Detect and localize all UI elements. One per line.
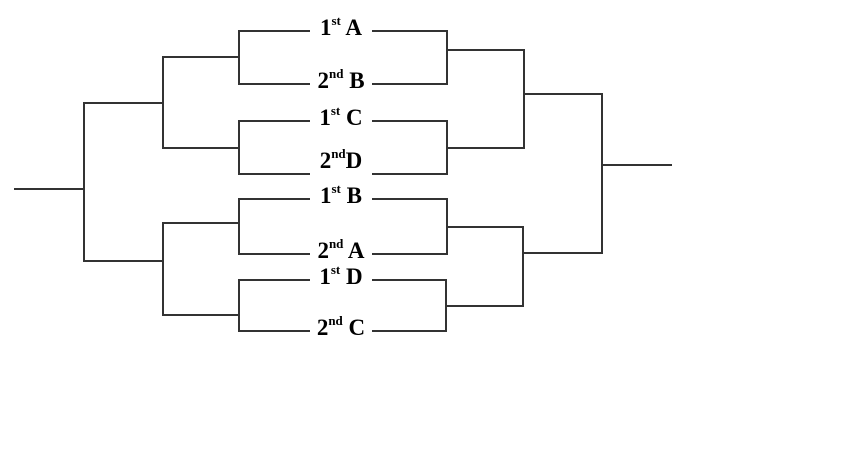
feed-line-pair-cd xyxy=(162,147,239,149)
slot8-right-line xyxy=(372,330,447,332)
slot2-left-line xyxy=(238,83,310,85)
pair-dc-vertical xyxy=(238,279,240,332)
seed-number: 1 xyxy=(320,15,332,40)
bottom-half-vertical xyxy=(162,222,164,316)
slot6-right-line xyxy=(372,253,447,255)
top-half-branch-line xyxy=(83,102,163,104)
seed-suffix: nd xyxy=(331,146,346,162)
group-letter: D xyxy=(345,148,363,173)
pair-cd-vertical xyxy=(238,120,240,175)
seed-number: 1 xyxy=(319,264,331,289)
feed-line-pair-ab xyxy=(162,56,239,58)
group-letter: D xyxy=(346,264,363,289)
slot7-left-line xyxy=(238,279,310,281)
slot3-left-line xyxy=(238,120,310,122)
slot6-left-line xyxy=(238,253,310,255)
semifinal1-winner-line xyxy=(523,93,602,95)
seed-number: 2 xyxy=(316,315,329,340)
slot1-left-line xyxy=(238,30,310,32)
group-letter: B xyxy=(346,183,362,208)
group-letter: C xyxy=(346,105,363,130)
seed-number: 1 xyxy=(319,105,331,130)
group-letter: B xyxy=(349,68,365,93)
slot4-right-line xyxy=(372,173,447,175)
slot2-right-line xyxy=(372,83,447,85)
group-letter: A xyxy=(345,15,362,40)
seed-number: 2 xyxy=(317,68,329,93)
seed-suffix: st xyxy=(331,181,341,197)
seed-number: 2 xyxy=(317,238,329,263)
seed-suffix: st xyxy=(331,13,341,29)
final-vertical xyxy=(601,93,603,254)
team-label-2nd-A: 2nd A xyxy=(303,237,379,265)
semifinal1-vertical xyxy=(523,49,525,149)
slot3-right-line xyxy=(372,120,447,122)
quarterfinal3-winner-line xyxy=(446,226,523,228)
group-letter: A xyxy=(347,238,365,263)
team-label-1st-B: 1st B xyxy=(303,182,379,210)
quarterfinal2-winner-line xyxy=(446,147,524,149)
seed-suffix: st xyxy=(330,262,341,278)
quarterfinal1-winner-line xyxy=(446,49,524,51)
slot5-right-line xyxy=(372,198,447,200)
slot7-right-line xyxy=(372,279,447,281)
root-line xyxy=(14,188,84,190)
top-half-vertical xyxy=(162,56,164,149)
slot4-left-line xyxy=(238,173,310,175)
pair-ba-vertical xyxy=(238,198,240,255)
slot8-left-line xyxy=(238,330,310,332)
semifinal2-vertical xyxy=(522,226,524,307)
seed-suffix: nd xyxy=(328,236,344,252)
group-letter: C xyxy=(348,315,366,340)
final-winner-line xyxy=(601,164,672,166)
team-label-2nd-B: 2nd B xyxy=(303,67,379,95)
feed-line-pair-ba xyxy=(162,222,239,224)
team-label-1st-C: 1st C xyxy=(303,104,379,132)
quarterfinal1-vertical xyxy=(446,30,448,85)
seed-number: 2 xyxy=(319,148,332,173)
slot1-right-line xyxy=(372,30,447,32)
bottom-half-branch-line xyxy=(83,260,163,262)
quarterfinal4-winner-line xyxy=(445,305,523,307)
seed-suffix: nd xyxy=(328,313,343,329)
team-label-2nd-D: 2ndD xyxy=(303,147,379,175)
pair-ab-vertical xyxy=(238,30,240,85)
feed-line-pair-dc xyxy=(162,314,239,316)
semifinal2-winner-line xyxy=(522,252,602,254)
trunk-vertical xyxy=(83,102,85,262)
seed-suffix: st xyxy=(330,103,341,119)
seed-number: 1 xyxy=(320,183,332,208)
team-label-1st-D: 1st D xyxy=(303,263,379,291)
slot5-left-line xyxy=(238,198,310,200)
team-label-2nd-C: 2nd C xyxy=(303,314,379,342)
team-label-1st-A: 1st A xyxy=(303,14,379,42)
seed-suffix: nd xyxy=(328,66,344,82)
